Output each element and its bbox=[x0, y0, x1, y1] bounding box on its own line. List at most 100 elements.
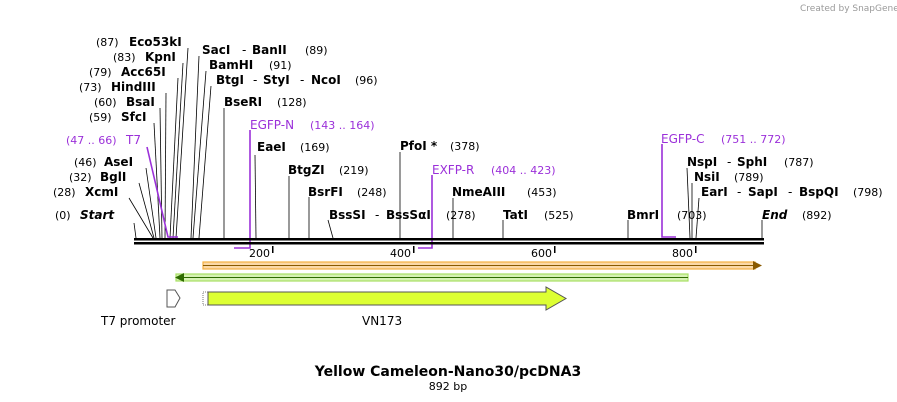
site-tati: TatI (525) bbox=[503, 208, 574, 222]
ruler-tick bbox=[413, 246, 415, 253]
site-dash: - bbox=[727, 155, 731, 169]
feature-t7-promoter: T7 promoter bbox=[100, 289, 181, 328]
site-start: (0) Start bbox=[55, 208, 115, 222]
site-label: BtgZI bbox=[288, 163, 325, 177]
site-label: Eco53kI bbox=[129, 35, 182, 49]
site-label: NmeAIII bbox=[452, 185, 505, 199]
site-label: HindIII bbox=[111, 80, 156, 94]
cut-site-lines bbox=[128, 47, 763, 239]
site-label: XcmI bbox=[85, 185, 118, 199]
ruler-label: 200 bbox=[249, 247, 270, 260]
site-pos: (525) bbox=[544, 209, 574, 222]
site-pos: (169) bbox=[300, 141, 330, 154]
primer-label: EGFP-C bbox=[661, 132, 704, 146]
site-nspi: NspI - SphI (787) bbox=[687, 155, 814, 169]
site-label: KpnI bbox=[145, 50, 176, 64]
dna-backbone bbox=[134, 238, 764, 245]
site-label: BamHI bbox=[209, 58, 253, 72]
site-label: BsrFI bbox=[308, 185, 343, 199]
site-eaei: EaeI (169) bbox=[257, 140, 330, 154]
site-bseri: BseRI (128) bbox=[224, 95, 307, 109]
ruler: 200 400 600 800 bbox=[249, 246, 697, 260]
site-dash: - bbox=[375, 208, 379, 222]
site-dash: - bbox=[242, 43, 246, 57]
site-pos: (87) bbox=[96, 36, 119, 49]
site-pos: (219) bbox=[339, 164, 369, 177]
site-pos: (787) bbox=[784, 156, 814, 169]
site-pos: (378) bbox=[450, 140, 480, 153]
site-label: BtgI bbox=[216, 73, 244, 87]
site-label: NsiI bbox=[694, 170, 720, 184]
ruler-tick bbox=[695, 246, 697, 253]
site-bsssi: BssSI - BssSαI (278) bbox=[329, 208, 476, 222]
site-label: BsaI bbox=[126, 95, 155, 109]
site-pfoi: PfoI * (378) bbox=[400, 139, 480, 153]
site-label: PfoI * bbox=[400, 139, 438, 153]
primer-range: (404 .. 423) bbox=[491, 164, 556, 177]
orf-forward bbox=[202, 261, 762, 270]
site-bsrfi: BsrFI (248) bbox=[308, 185, 387, 199]
site-pos: (60) bbox=[94, 96, 117, 109]
site-pos: (79) bbox=[89, 66, 112, 79]
site-saci: SacI - BanII (89) bbox=[202, 43, 328, 57]
map-length: 892 bp bbox=[429, 380, 467, 393]
ruler-tick bbox=[272, 246, 274, 253]
primer-label: T7 bbox=[125, 133, 141, 147]
site-label: TatI bbox=[503, 208, 528, 222]
site-label: StyI bbox=[263, 73, 290, 87]
site-label: BglI bbox=[100, 170, 126, 184]
map-title: Yellow Cameleon-Nano30/pcDNA3 bbox=[314, 364, 581, 380]
site-pos: (73) bbox=[79, 81, 102, 94]
site-label: BanII bbox=[252, 43, 287, 57]
site-pos: (703) bbox=[677, 209, 707, 222]
site-label: BssSI bbox=[329, 208, 366, 222]
site-pos: (46) bbox=[74, 156, 97, 169]
primer-label: EXFP-R bbox=[432, 163, 474, 177]
orf-reverse bbox=[175, 273, 689, 282]
site-label: End bbox=[762, 208, 788, 222]
site-sfci: (59) SfcI bbox=[89, 110, 146, 124]
primer-range: (47 .. 66) bbox=[66, 134, 117, 147]
site-end: End (892) bbox=[762, 208, 832, 222]
site-pos: (32) bbox=[69, 171, 92, 184]
primer-egfp-c: EGFP-C (751 .. 772) bbox=[661, 132, 786, 238]
site-label: Acc65I bbox=[121, 65, 166, 79]
site-bgli: (32) BglI bbox=[69, 170, 126, 184]
ruler-label: 800 bbox=[672, 247, 693, 260]
site-label: NcoI bbox=[311, 73, 341, 87]
feature-label: T7 promoter bbox=[100, 314, 176, 328]
site-pos: (789) bbox=[734, 171, 764, 184]
site-nsii: NsiI (789) bbox=[694, 170, 764, 184]
site-eco53ki: (87) Eco53kI bbox=[96, 35, 182, 49]
primer-range: (751 .. 772) bbox=[721, 133, 786, 146]
site-pos: (91) bbox=[269, 59, 292, 72]
ruler-label: 600 bbox=[531, 247, 552, 260]
snapgene-credit: Created by SnapGene bbox=[800, 4, 897, 14]
primer-egfp-n: EGFP-N (143 .. 164) bbox=[234, 118, 375, 249]
site-pos: (28) bbox=[53, 186, 76, 199]
site-bmri: BmrI (703) bbox=[627, 208, 707, 222]
site-pos: (0) bbox=[55, 209, 71, 222]
site-label: BmrI bbox=[627, 208, 659, 222]
site-label: SacI bbox=[202, 43, 230, 57]
site-pos: (96) bbox=[355, 74, 378, 87]
feature-label: VN173 bbox=[362, 314, 402, 328]
site-label: SapI bbox=[748, 185, 778, 199]
site-btgi: BtgI - StyI - NcoI (96) bbox=[216, 73, 378, 87]
site-pos: (83) bbox=[113, 51, 136, 64]
primer-exfp-r: EXFP-R (404 .. 423) bbox=[418, 163, 556, 249]
site-pos: (89) bbox=[305, 44, 328, 57]
site-label: BssSαI bbox=[386, 208, 431, 222]
site-label: Start bbox=[80, 208, 115, 222]
site-hindiii: (73) HindIII bbox=[79, 80, 156, 94]
site-label: SfcI bbox=[121, 110, 146, 124]
site-xcmi: (28) XcmI bbox=[53, 185, 118, 199]
site-label: EarI bbox=[701, 185, 728, 199]
site-label: AseI bbox=[104, 155, 133, 169]
site-btgzi: BtgZI (219) bbox=[288, 163, 369, 177]
primer-t7: (47 .. 66) T7 bbox=[66, 133, 178, 238]
site-acc65i: (79) Acc65I bbox=[89, 65, 166, 79]
site-label: EaeI bbox=[257, 140, 286, 154]
ruler-tick bbox=[554, 246, 556, 253]
